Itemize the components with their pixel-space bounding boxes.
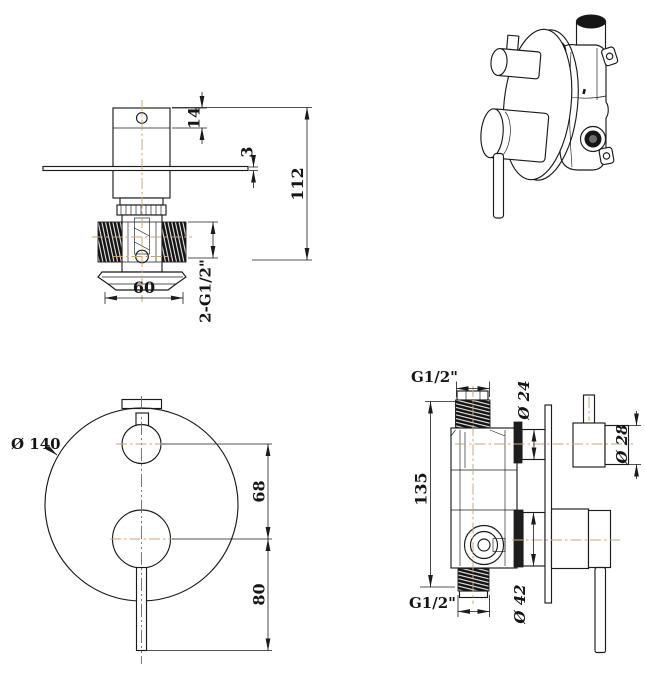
wall-plate-side [544,404,553,604]
inlet-thread-left [97,221,123,263]
front-view-dimensions: 68 80 Ø 140 [11,435,272,651]
iso-side-port [579,125,607,153]
dim-label-3: 3 [238,146,257,157]
dim-label-112: 112 [288,167,307,200]
bottom-inlet-thread [457,568,490,592]
mixer-handle-side [550,508,612,654]
handle-stem-side [522,511,546,567]
iso-mixer-handle [480,108,550,163]
top-view-dimensions: 14 3 112 60 2-G1/2" [104,92,312,323]
diverter-stem-side [521,428,546,461]
dim-label-dia140: Ø 140 [11,435,61,453]
handle-collar-side [513,509,524,568]
side-view-centerlines [455,386,633,604]
iso-mount-tab-lower [598,146,615,166]
wall-plate-edge-top-view [42,165,249,172]
front-view: 68 80 Ø 140 [11,396,272,664]
front-view-centerlines [110,396,174,664]
isometric-view [480,14,619,219]
dim-label-60: 60 [133,278,155,297]
iso-diverter-knob [490,34,542,80]
inlet-thread-right [161,221,187,263]
handle-body-top-view [112,107,171,199]
iso-mount-tab-upper [601,46,619,67]
diverter-collar-side [513,421,523,464]
dim-label-68: 68 [250,480,269,502]
dim-label-g12-top: G1/2" [411,368,458,386]
dim-label-dia24: Ø 24 [515,380,533,420]
dim-label-135: 135 [412,472,431,505]
cartridge-nut-top-view [116,197,167,216]
dim-label-14: 14 [185,107,204,129]
outlet-boss-side [463,524,505,566]
side-view-dimensions: 135 G1/2" G1/2" Ø 24 Ø 28 Ø 42 [409,368,641,625]
dim-label-dia28: Ø 28 [613,424,631,465]
dim-label-80: 80 [250,583,269,605]
iso-lever [492,152,505,219]
dim-label-dia42: Ø 42 [511,584,529,624]
dim-label-thread-spec: 2-G1/2" [196,259,214,323]
dim-label-g12-bottom: G1/2" [409,594,456,612]
side-view: 135 G1/2" G1/2" Ø 24 Ø 28 Ø 42 [409,368,641,654]
top-view: 14 3 112 60 2-G1/2" [42,92,312,323]
lever-side [594,566,607,654]
top-view-centerlines [92,100,192,302]
diverter-knob-side [572,394,630,468]
valve-body-side-view [450,390,518,599]
diverter-stem-front [135,412,150,427]
